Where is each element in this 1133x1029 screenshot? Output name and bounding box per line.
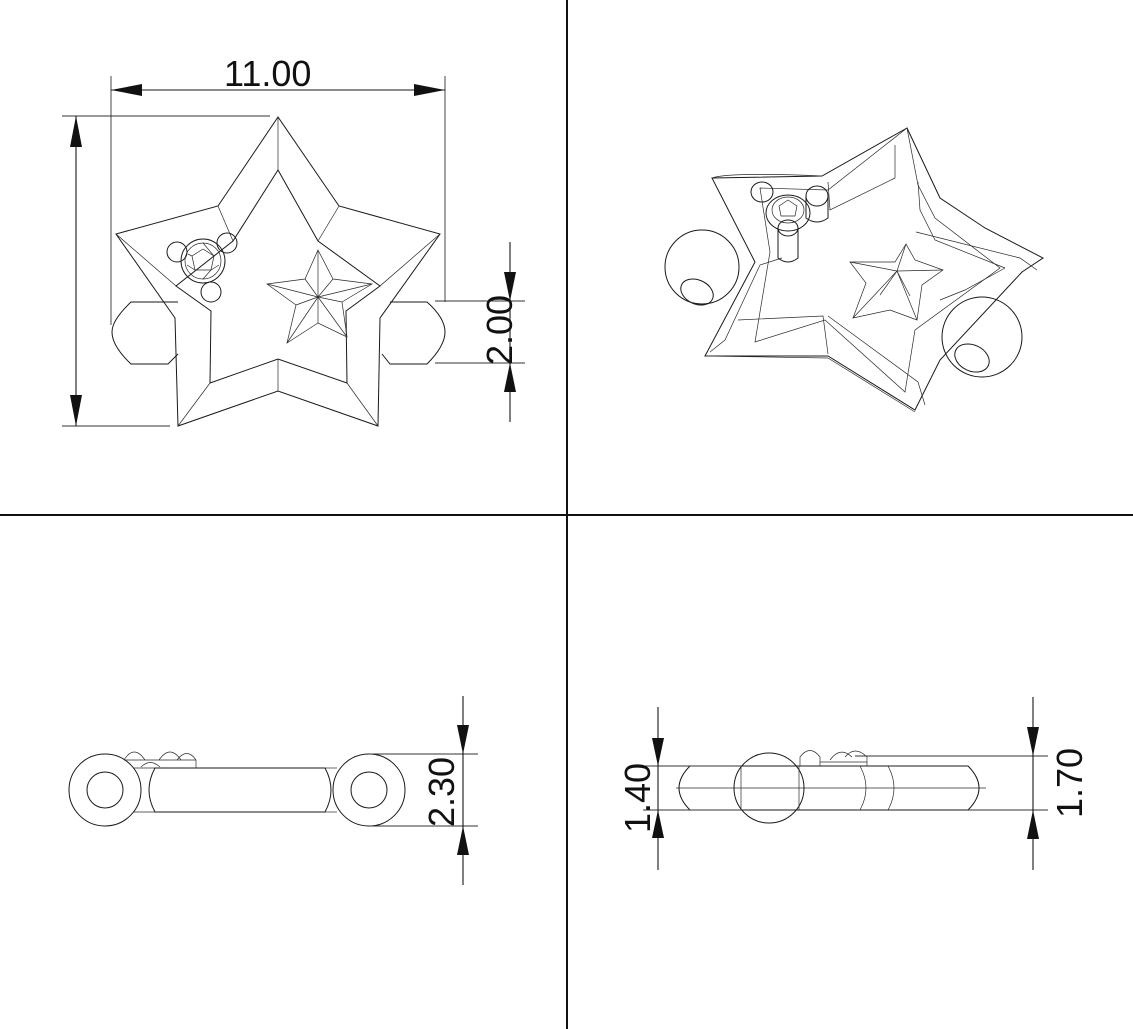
center-small-star <box>266 249 374 344</box>
top-view <box>62 76 525 427</box>
prong-bottom <box>200 281 222 303</box>
iso-left-ring <box>664 229 740 306</box>
iso-gemstone-setting <box>750 181 829 263</box>
side-stone-setting <box>799 750 868 766</box>
dimension-ring-diameter <box>369 696 478 885</box>
prong-right <box>216 232 238 254</box>
dimension-label-ring-thickness: 2.00 <box>479 294 520 366</box>
iso-prong-right <box>805 185 829 207</box>
dimension-label-bar-thickness: 1.40 <box>617 762 658 834</box>
iso-star-inner <box>754 127 1001 393</box>
iso-frame-bands <box>704 145 1038 413</box>
dimension-total-height <box>855 697 1048 870</box>
front-view <box>68 696 478 885</box>
front-right-ring <box>332 753 406 827</box>
dimension-width <box>110 76 446 325</box>
side-view <box>643 697 1048 870</box>
dimension-ring-thickness <box>435 242 525 422</box>
dimension-label-width: 11.00 <box>224 53 312 94</box>
iso-prong-left <box>750 181 774 203</box>
right-ring-tab <box>381 301 446 365</box>
left-ring-tab <box>111 301 179 365</box>
iso-star-outer <box>704 127 1044 411</box>
gemstone-setting <box>166 232 238 303</box>
star-bevel-edges <box>115 117 441 427</box>
iso-prong-front <box>777 228 799 263</box>
front-left-ring <box>68 753 142 827</box>
isometric-view <box>664 127 1044 413</box>
dimension-label-total-height: 1.70 <box>1049 747 1090 819</box>
dimension-height <box>62 115 270 427</box>
front-stone-setting <box>123 751 197 768</box>
side-ring-sphere <box>733 752 805 824</box>
star-inner-outline <box>175 169 381 384</box>
dimension-bar-thickness <box>643 707 742 870</box>
dimension-label-ring-diameter: 2.30 <box>421 756 462 828</box>
front-center-bar <box>148 767 332 813</box>
prong-left <box>166 241 188 263</box>
iso-center-star <box>849 243 944 321</box>
iso-right-ring <box>941 296 1023 378</box>
